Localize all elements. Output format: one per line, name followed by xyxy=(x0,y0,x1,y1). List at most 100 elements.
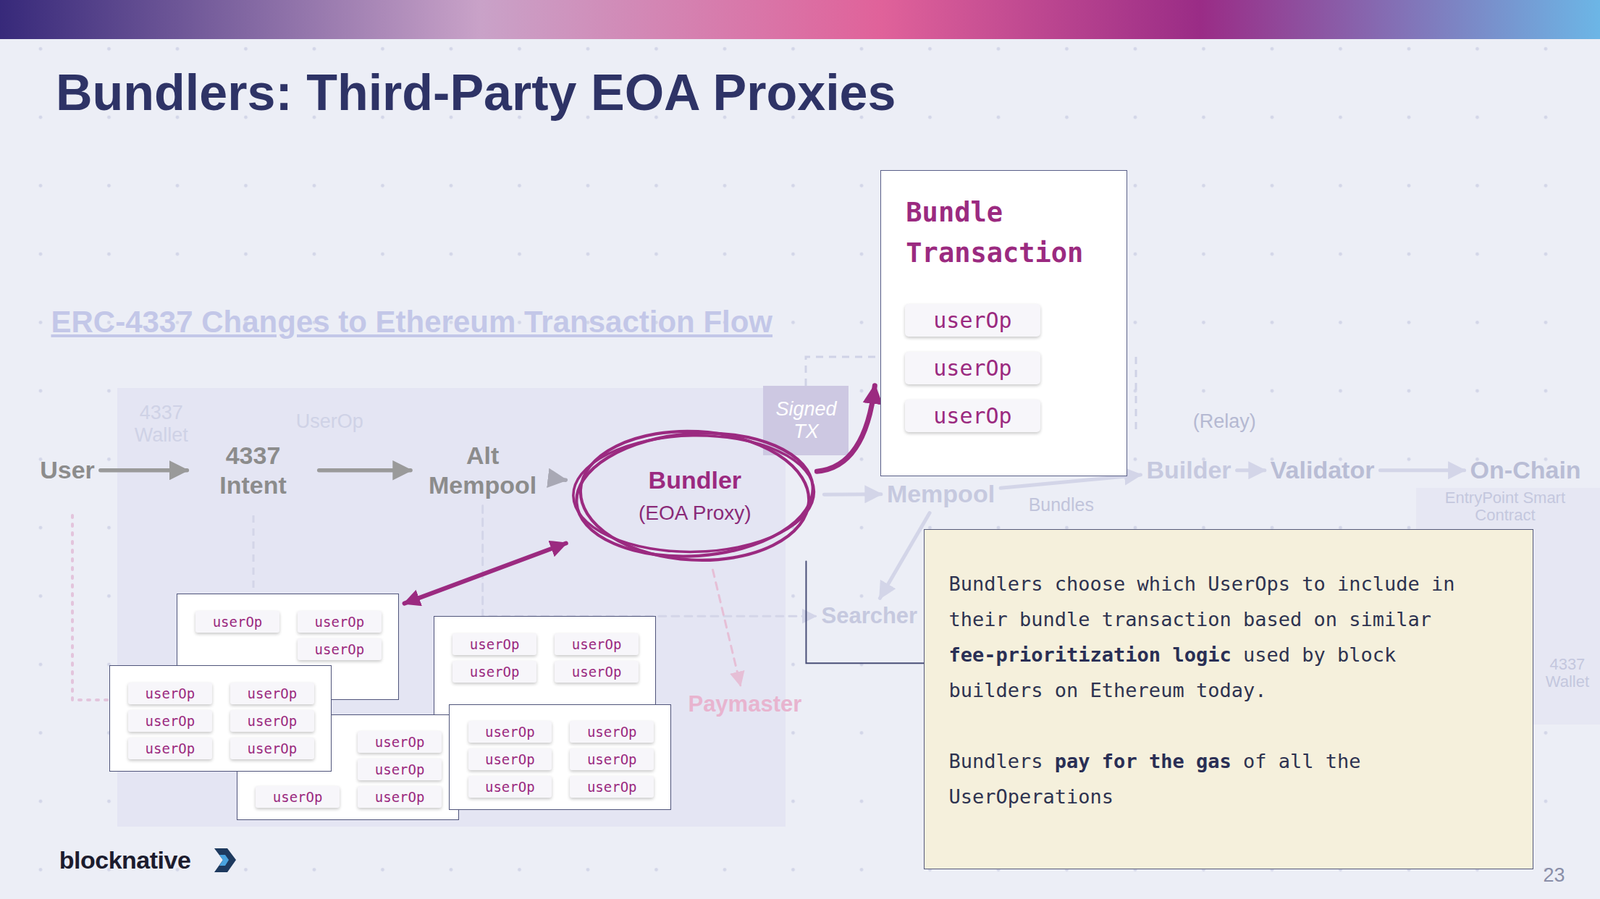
node-text: On-Chain xyxy=(1470,456,1582,485)
connector xyxy=(1379,468,1464,473)
connector xyxy=(805,561,924,664)
flow-step: 4337 Intent xyxy=(192,440,313,501)
node-text: userOp xyxy=(485,751,536,768)
bundle-transaction-box: Bundle Transaction userOp userOp userOp xyxy=(880,170,1128,477)
node-text: Validator xyxy=(1270,456,1375,485)
node-text: userOp xyxy=(933,307,1012,334)
userop-pill: userOp xyxy=(357,758,442,781)
userop-pill: userOp xyxy=(468,776,553,798)
node-text: Alt Mempool xyxy=(416,440,549,501)
node-text: Mempool xyxy=(886,480,995,509)
faded-step: Builder xyxy=(1146,456,1231,485)
node-text: userOp xyxy=(212,613,263,630)
callout-note: Bundlers choose which UserOps to include… xyxy=(923,529,1535,869)
userop-card: userOpuserOpuserOpuserOpuserOpuserOp xyxy=(109,665,332,772)
node-text: 4337 Intent xyxy=(192,440,313,501)
userop-pill: userOp xyxy=(195,611,280,633)
faded-label: 4337 Wallet xyxy=(120,401,202,447)
node-text: userOp xyxy=(587,779,638,795)
dot-grid xyxy=(0,39,1600,899)
circle-stroke xyxy=(572,425,818,565)
node-text: userOp xyxy=(485,779,536,795)
node-text: userOp xyxy=(314,641,365,658)
userop-pill: userOp xyxy=(128,682,213,705)
node-text: Bundle Transaction xyxy=(905,192,1113,273)
connector xyxy=(1237,468,1265,473)
node-text: fee-prioritization logic xyxy=(949,643,1232,667)
node-text: (EOA Proxy) xyxy=(638,501,752,525)
hand-drawn-circle xyxy=(571,426,819,564)
node-text: pay for the gas xyxy=(1054,750,1232,773)
node-text: userOp xyxy=(587,723,638,740)
node-text: userOp xyxy=(485,723,536,740)
paragraph-gap xyxy=(949,708,1483,744)
node-text: userOp xyxy=(247,685,298,702)
faded-label: EntryPoint Smart Contract xyxy=(1428,489,1582,525)
connector xyxy=(404,543,567,604)
node-text: userOp xyxy=(571,663,622,680)
userop-pill: userOp xyxy=(554,633,639,656)
faded-heading: ERC-4337 Changes to Ethereum Transaction… xyxy=(50,304,773,340)
userop-pill: userOp xyxy=(230,737,315,760)
node-text: userOp xyxy=(247,713,298,730)
connector xyxy=(879,513,930,599)
faded-step: Searcher xyxy=(820,603,918,630)
faded-dashed-line xyxy=(252,515,255,592)
userop-pill: userOp xyxy=(468,721,553,743)
connector xyxy=(712,569,740,686)
node-text: User xyxy=(39,455,95,486)
connector xyxy=(319,468,411,473)
userop-card: userOp userOp userOp userOp userOp userOp xyxy=(448,704,672,811)
logo-text: blocknative xyxy=(59,846,192,875)
userop-pill: userOp xyxy=(569,721,654,743)
circle-stroke xyxy=(572,433,816,554)
circle-stroke xyxy=(577,425,814,567)
userop-pill: userOp xyxy=(904,399,1041,433)
faded-label: Bundles xyxy=(1028,494,1094,516)
faded-step: Paymaster xyxy=(687,691,802,718)
faded-label: UserOp xyxy=(296,410,364,433)
userop-pill: userOp xyxy=(554,660,639,683)
userop-pill: userOp xyxy=(569,776,654,798)
faded-label: 4337 Wallet xyxy=(1539,655,1596,691)
userop-pill: userOp xyxy=(904,351,1041,385)
node-text: userOp xyxy=(272,789,323,806)
node-text: userOp xyxy=(587,751,638,768)
node-text: userOp xyxy=(247,740,298,757)
userop-pill: userOp xyxy=(468,748,553,771)
userop-pill: userOp xyxy=(297,611,382,633)
node-text: userOp xyxy=(375,789,425,806)
node-text: Searcher xyxy=(820,603,918,630)
logo-mark xyxy=(219,855,229,866)
node-text: Bundler xyxy=(648,466,742,495)
node-text: userOp xyxy=(375,761,425,778)
faded-step: Validator xyxy=(1270,456,1375,485)
userop-pill: userOp xyxy=(569,748,654,771)
top-bar xyxy=(0,0,1600,40)
node-text: userOp xyxy=(145,740,196,757)
bundler-node: Bundler (EOA Proxy) xyxy=(571,426,819,564)
node-text: userOp xyxy=(314,613,365,630)
connector xyxy=(554,478,566,480)
node-text: Bundlers choose which UserOps to include… xyxy=(949,572,1456,631)
node-text: userOp xyxy=(933,355,1012,381)
node-text: userOp xyxy=(933,403,1012,429)
userop-pill: userOp xyxy=(357,731,442,753)
slide-title: Bundlers: Third-Party EOA Proxies xyxy=(55,63,896,122)
logo-mark xyxy=(214,848,237,873)
userop-pill: userOp xyxy=(904,304,1041,337)
userop-pill: userOp xyxy=(230,710,315,732)
page-number: 23 xyxy=(1543,864,1566,887)
faded-step: On-Chain xyxy=(1470,456,1582,485)
node-text: userOp xyxy=(571,636,622,653)
node-text: Paymaster xyxy=(687,691,802,718)
faded-dashed-line xyxy=(805,356,880,386)
userop-pill: userOp xyxy=(297,638,382,661)
flow-step: Alt Mempool xyxy=(416,440,549,501)
connector xyxy=(1000,474,1141,488)
userop-pill: userOp xyxy=(452,633,537,656)
connector xyxy=(100,468,188,473)
userop-pill: userOp xyxy=(230,682,315,705)
faded-label: Signed TX xyxy=(765,398,848,444)
